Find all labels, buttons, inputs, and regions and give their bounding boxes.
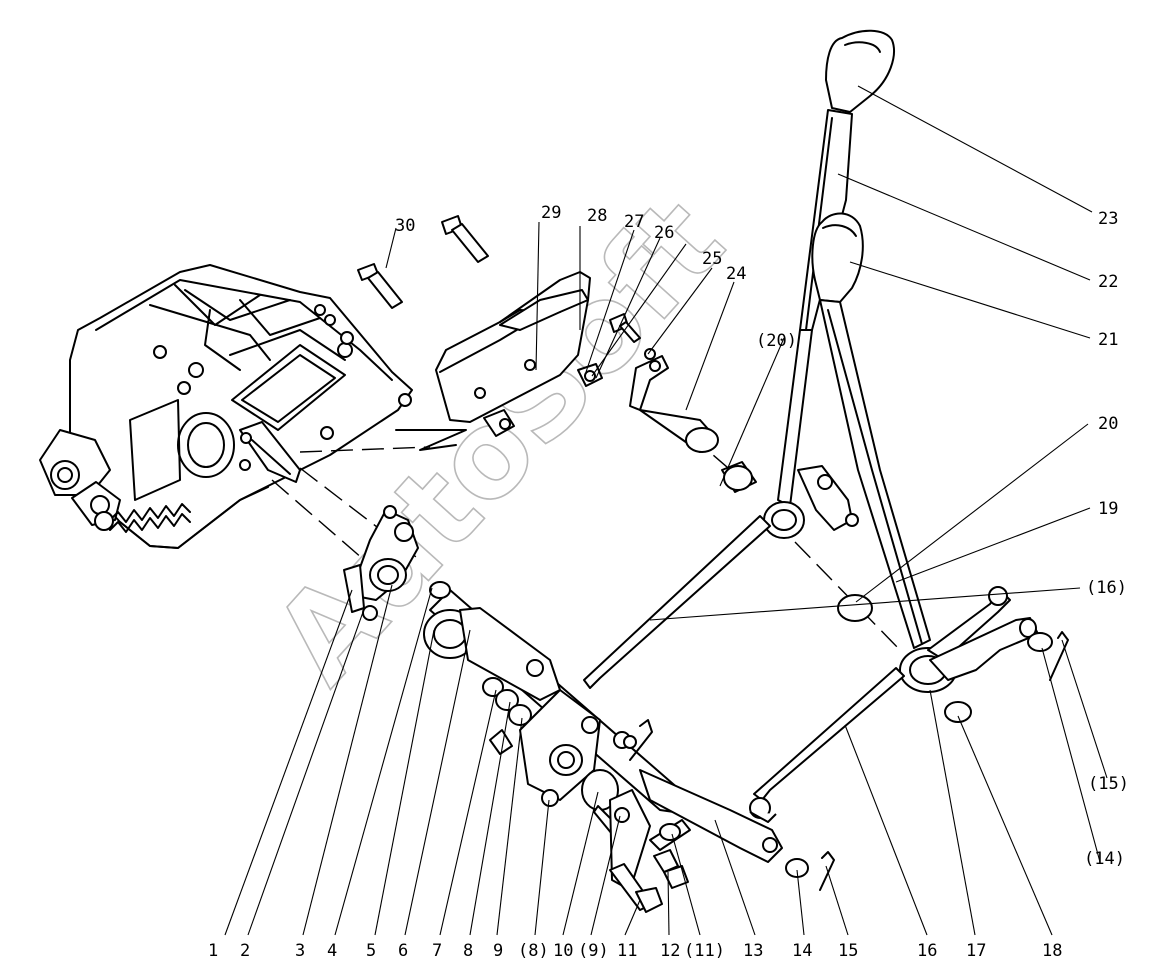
callout-14: 14	[792, 941, 812, 961]
callout-15-ref: (15)	[1088, 774, 1129, 794]
upper-cover-29	[435, 271, 656, 437]
callout-7: 7	[432, 941, 442, 961]
callout-8: 8	[463, 941, 473, 961]
callout-25: 25	[702, 249, 722, 269]
callout-26: 26	[654, 223, 674, 243]
handle-19-21	[811, 212, 931, 649]
callout-20: 20	[1098, 414, 1118, 434]
callout-27: 27	[624, 212, 644, 232]
callout-22: 22	[1098, 272, 1118, 292]
callout-5: 5	[366, 941, 376, 961]
callout-30: 30	[395, 216, 415, 236]
lower-pivot-17	[749, 586, 1069, 823]
hydraulic-housing	[39, 264, 413, 549]
leader-lines	[224, 85, 1108, 936]
callout-8-ref: (8)	[518, 941, 549, 961]
callout-10: 10	[553, 941, 573, 961]
callout-4: 4	[327, 941, 337, 961]
callout-18: 18	[1042, 941, 1062, 961]
callout-16-ref: (16)	[1086, 578, 1127, 598]
callout-9-ref: (9)	[578, 941, 609, 961]
callout-14-ref: (14)	[1084, 849, 1125, 869]
callout-11: 11	[617, 941, 637, 961]
callout-21: 21	[1098, 330, 1118, 350]
callout-17: 17	[966, 941, 986, 961]
callout-9: 9	[493, 941, 503, 961]
callout-20-ref: (20)	[756, 331, 797, 351]
rod-16-upper	[583, 515, 771, 689]
callout-28: 28	[587, 206, 607, 226]
callout-29: 29	[541, 203, 561, 223]
bolts-30	[357, 215, 489, 309]
upper-pivot	[763, 465, 873, 622]
callout-1: 1	[208, 941, 218, 961]
callout-labels: 1 2 3 4 5 6 7 8 9 (8) 10 (9) 11 12 (11) …	[208, 203, 1129, 961]
callout-23: 23	[1098, 209, 1118, 229]
callout-13: 13	[743, 941, 763, 961]
callout-3: 3	[295, 941, 305, 961]
bracket-24	[629, 355, 757, 493]
callout-16: 16	[917, 941, 937, 961]
callout-11-ref: (11)	[684, 941, 725, 961]
callout-2: 2	[240, 941, 250, 961]
callout-15: 15	[838, 941, 858, 961]
main-linkage	[343, 505, 835, 913]
callout-12: 12	[660, 941, 680, 961]
callout-24: 24	[726, 264, 746, 284]
callout-6: 6	[398, 941, 408, 961]
callout-19: 19	[1098, 499, 1118, 519]
